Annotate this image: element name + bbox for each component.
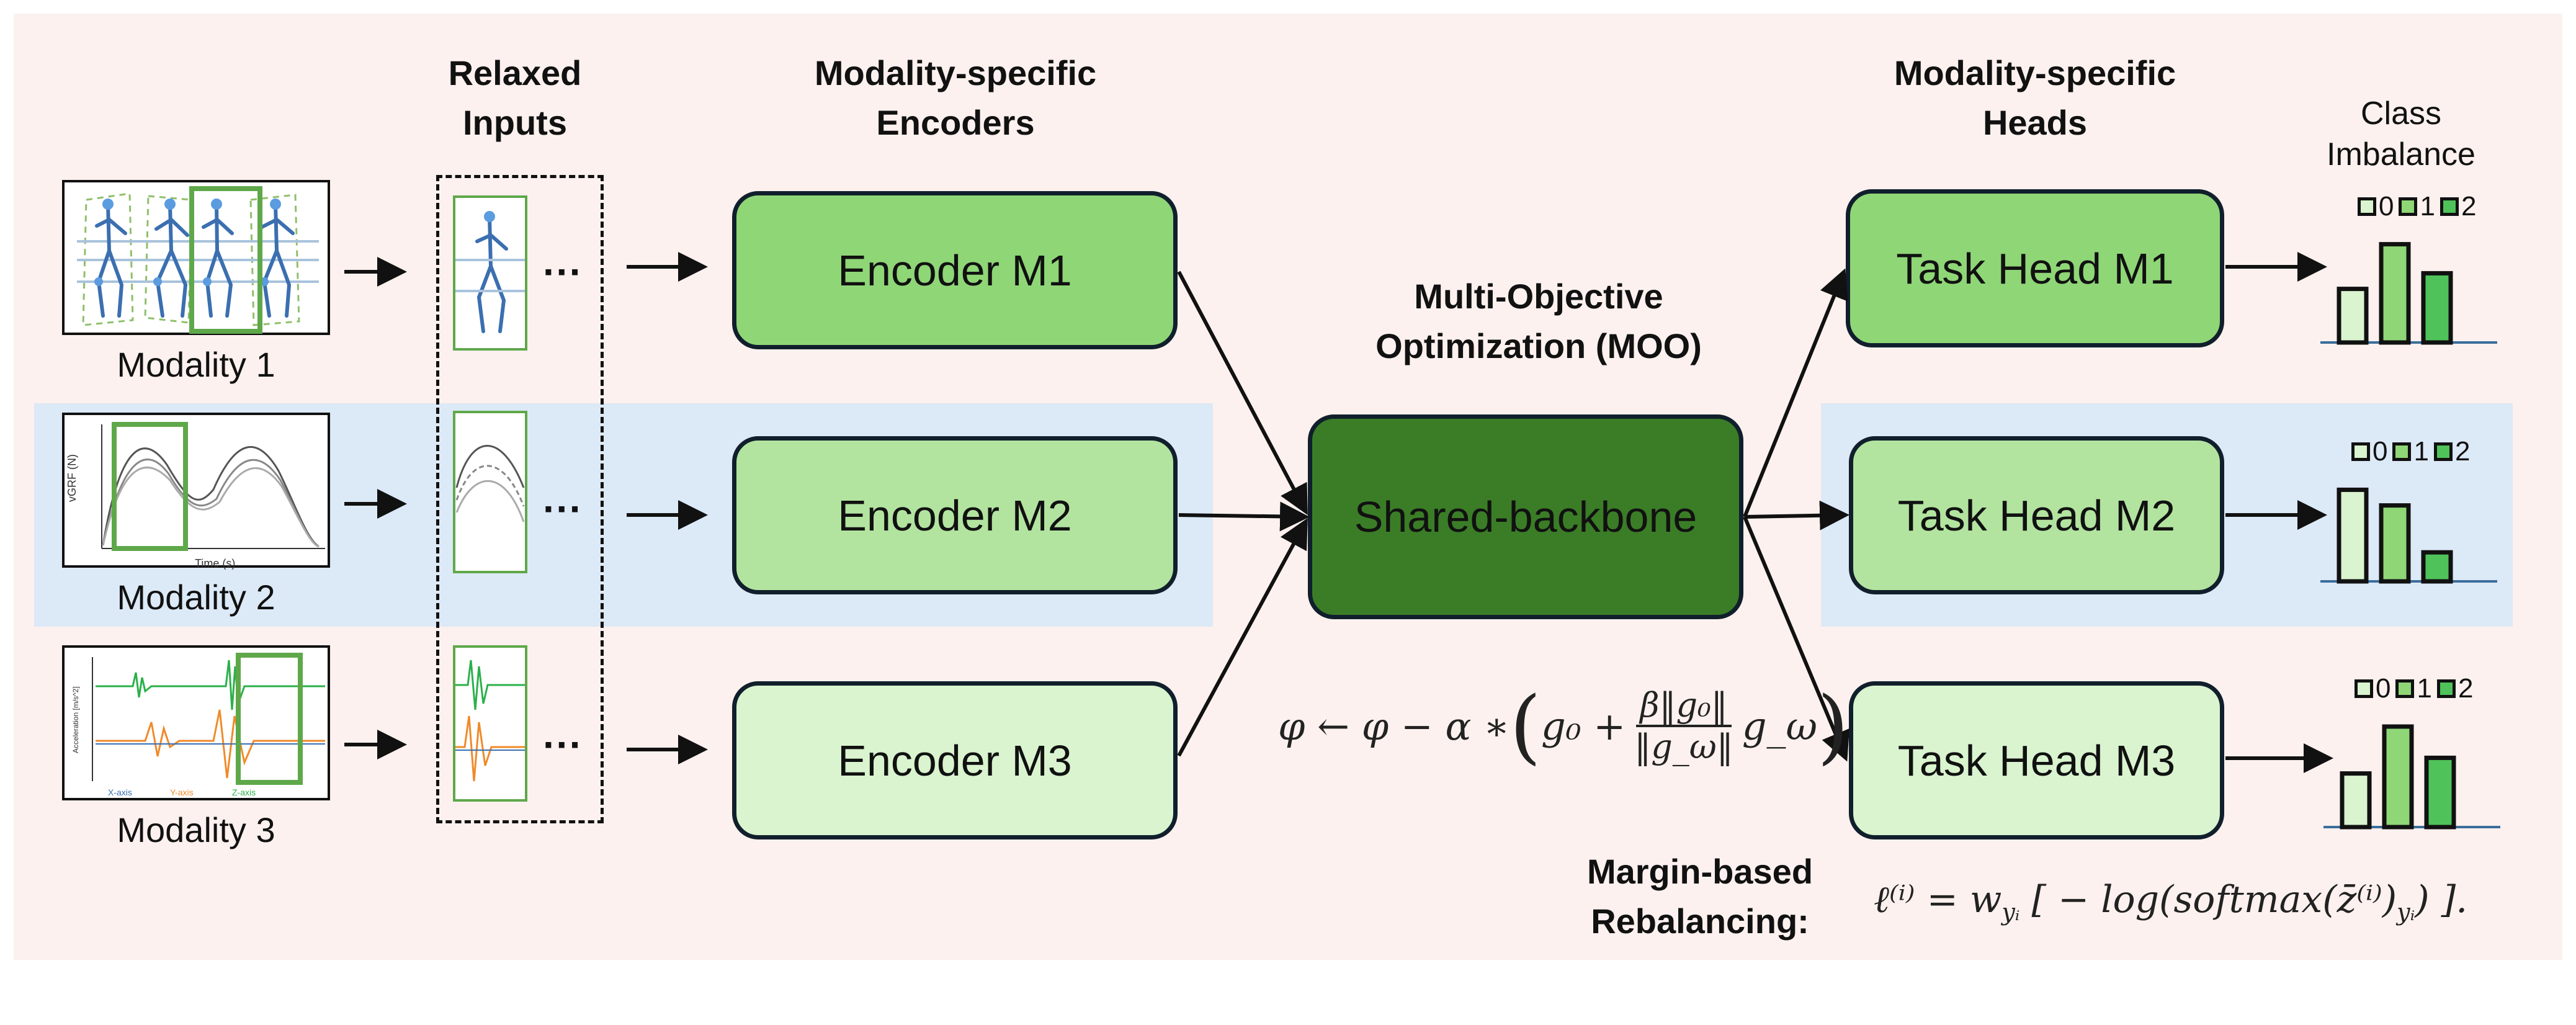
imbalance-bar — [2424, 755, 2456, 830]
encoder-m1: Encoder M1 — [732, 191, 1178, 349]
legend-swatch — [2433, 442, 2453, 461]
update-rule: φ ← φ − α ∗ ( g₀ + β‖g₀‖ ‖g_ω‖ g_ω ) — [1278, 683, 1849, 769]
fraction-numerator: β‖g₀‖ — [1636, 686, 1732, 727]
accel-axis-label: Acceleration [m/s^2] — [71, 686, 80, 753]
task-head-m3: Task Head M3 — [1849, 681, 2224, 839]
shared-backbone: Shared-backbone — [1308, 414, 1743, 619]
imbalance-bar — [2382, 724, 2414, 830]
legend-swatch — [2351, 442, 2370, 461]
rebalancing-label: Margin-based Rebalancing: — [1586, 852, 1813, 941]
rebalancing-formula: ℓ⁽ⁱ⁾ = wyᵢ [ − log(softmax(z̄⁽ⁱ⁾)yᵢ) ]. — [1874, 878, 2467, 926]
imbalance-bar — [2337, 287, 2369, 345]
arrow-backbone-to-head1 — [1743, 268, 1848, 518]
imbalance-bar — [2379, 503, 2411, 584]
imbalance-legend-2: 0 1 2 — [2351, 436, 2475, 467]
modality-1-label: Modality 1 — [117, 345, 275, 384]
legend-label: 0 — [2373, 436, 2388, 467]
legend-label: 0 — [2376, 673, 2391, 704]
legend-label: 2 — [2457, 673, 2474, 704]
update-rule-fraction: β‖g₀‖ ‖g_ω‖ — [1630, 686, 1737, 766]
open-paren-icon: ( — [1509, 679, 1541, 773]
modality-2-label: Modality 2 — [117, 578, 275, 617]
modality-2-crop — [453, 411, 527, 573]
modality-1-thumbnail — [62, 180, 330, 335]
relaxed-inputs-header: Relaxed Inputs — [448, 53, 582, 142]
arrow-enc3-to-backbone — [1177, 517, 1308, 757]
modality-2-thumbnail: vGRF (N) Time (s) — [62, 413, 330, 570]
modality-3-thumbnail: X-axis Y-axis Z-axis Acceleration [m/s^2… — [62, 645, 330, 800]
z-axis-legend: Z-axis — [232, 787, 256, 797]
imbalance-bar — [2379, 242, 2411, 345]
legend-label: 1 — [2417, 673, 2432, 704]
modality-3-crop — [453, 645, 527, 802]
task-head-m1: Task Head M1 — [1846, 189, 2224, 347]
legend-label: 0 — [2379, 191, 2394, 222]
encoder-m3: Encoder M3 — [732, 681, 1178, 839]
y-axis-legend: Y-axis — [170, 787, 194, 797]
formula-sub-1: yᵢ — [2001, 898, 2020, 926]
task-head-m2: Task Head M2 — [1849, 436, 2224, 594]
imbalance-bar — [2340, 771, 2372, 830]
heads-header: Modality-specific Heads — [1894, 53, 2176, 142]
modality-3-label: Modality 3 — [117, 810, 275, 849]
imbalance-legend-1: 0 1 2 — [2358, 191, 2481, 222]
imbalance-legend-3: 0 1 2 — [2355, 673, 2478, 704]
imbalance-bar — [2421, 550, 2453, 584]
arrow-backbone-to-head2 — [1744, 500, 1849, 530]
modality-1-crop — [453, 195, 527, 351]
legend-swatch — [2395, 679, 2415, 698]
arrow-enc1-to-backbone — [1177, 271, 1308, 516]
formula-end: ) ]. — [2415, 878, 2468, 921]
legend-label: 2 — [2461, 191, 2477, 222]
legend-swatch — [2355, 679, 2373, 698]
legend-label: 1 — [2413, 436, 2429, 467]
update-rule-lhs: φ ← φ − α ∗ — [1278, 703, 1510, 749]
formula-lhs: ℓ⁽ⁱ⁾ = w — [1874, 878, 2002, 921]
fraction-denominator: ‖g_ω‖ — [1634, 727, 1733, 766]
legend-swatch — [2358, 197, 2376, 216]
class-imbalance-header: Class Imbalance — [2327, 96, 2475, 172]
relaxed-inputs-box — [436, 175, 604, 823]
update-rule-tail: g_ω — [1742, 703, 1818, 749]
legend-swatch — [2392, 442, 2412, 461]
formula-rhs: [ − log(softmax(z̄⁽ⁱ⁾) — [2019, 878, 2397, 921]
legend-swatch — [2440, 197, 2459, 216]
grf-axis-label: vGRF (N) — [66, 454, 78, 502]
legend-label: 1 — [2420, 191, 2435, 222]
time-axis-label: Time (s) — [195, 557, 235, 570]
arrow-backbone-to-head3 — [1743, 516, 1849, 762]
encoders-header: Modality-specific Encoders — [814, 53, 1097, 142]
formula-sub-2: yᵢ — [2397, 898, 2415, 926]
imbalance-bar — [2421, 271, 2453, 345]
imbalance-bar — [2337, 487, 2369, 584]
legend-swatch — [2436, 679, 2456, 698]
moo-header: Multi-Objective Optimization (MOO) — [1375, 277, 1702, 365]
x-axis-legend: X-axis — [108, 787, 132, 797]
legend-label: 2 — [2454, 436, 2471, 467]
encoder-m2: Encoder M2 — [732, 436, 1178, 594]
close-paren-icon: ) — [1817, 679, 1849, 773]
update-rule-g0: g₀ + — [1541, 703, 1626, 749]
arrow-enc2-to-backbone — [1178, 501, 1310, 532]
legend-swatch — [2399, 197, 2418, 216]
